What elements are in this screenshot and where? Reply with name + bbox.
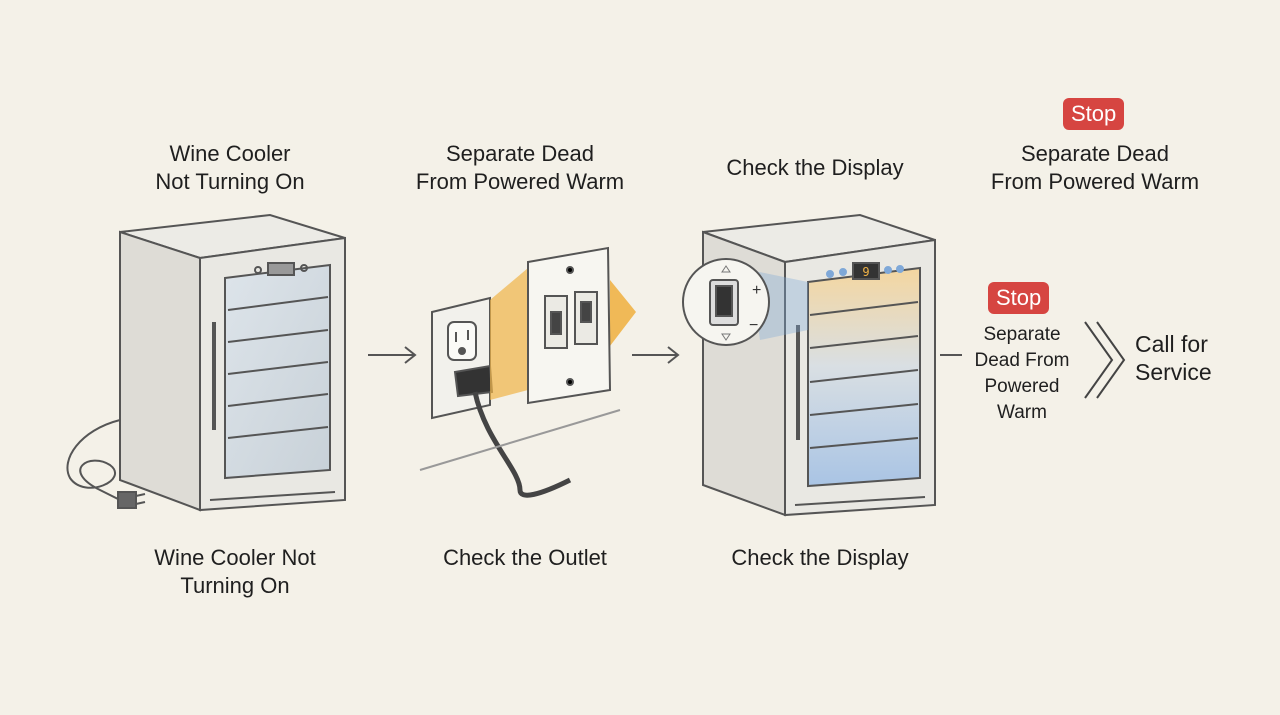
power-rocker-switch-icon [682,258,770,346]
display-readout: 9 [862,265,869,279]
double-chevron-icon [1084,321,1126,399]
label-separate-dead-mid: Separate Dead From Powered Warm [974,324,1070,423]
switch-plus-symbol: + [752,282,761,299]
label-check-outlet: Check the Outlet [443,545,607,570]
light-switch-icon [419,246,621,471]
label-wine-cooler-not-turning-on-bottom: Wine Cooler Not Turning On [154,545,316,598]
stop-badge-mid: Stop [988,282,1050,314]
stop-badge-top: Stop [1063,98,1125,130]
label-wine-cooler-not-turning-on-top: Wine Cooler Not Turning On [155,141,305,194]
switch-minus-symbol: − [749,317,758,334]
wine-cooler-unpowered-icon [66,213,346,512]
warm-glow-icon [490,268,636,400]
label-separate-dead-right: Separate Dead From Powered Warm [990,141,1200,194]
label-check-display-top: Check the Display [726,155,904,180]
wall-outlet-icon [431,296,572,498]
label-call-for-service: Call for Service [1135,331,1212,385]
flow-arrow-2 [632,346,680,364]
flow-arrow-1 [368,346,417,364]
label-check-display-bottom: Check the Display [731,545,909,570]
wine-cooler-powered-icon [702,213,936,517]
label-separate-dead-top: Separate Dead From Powered Warm [415,141,625,194]
